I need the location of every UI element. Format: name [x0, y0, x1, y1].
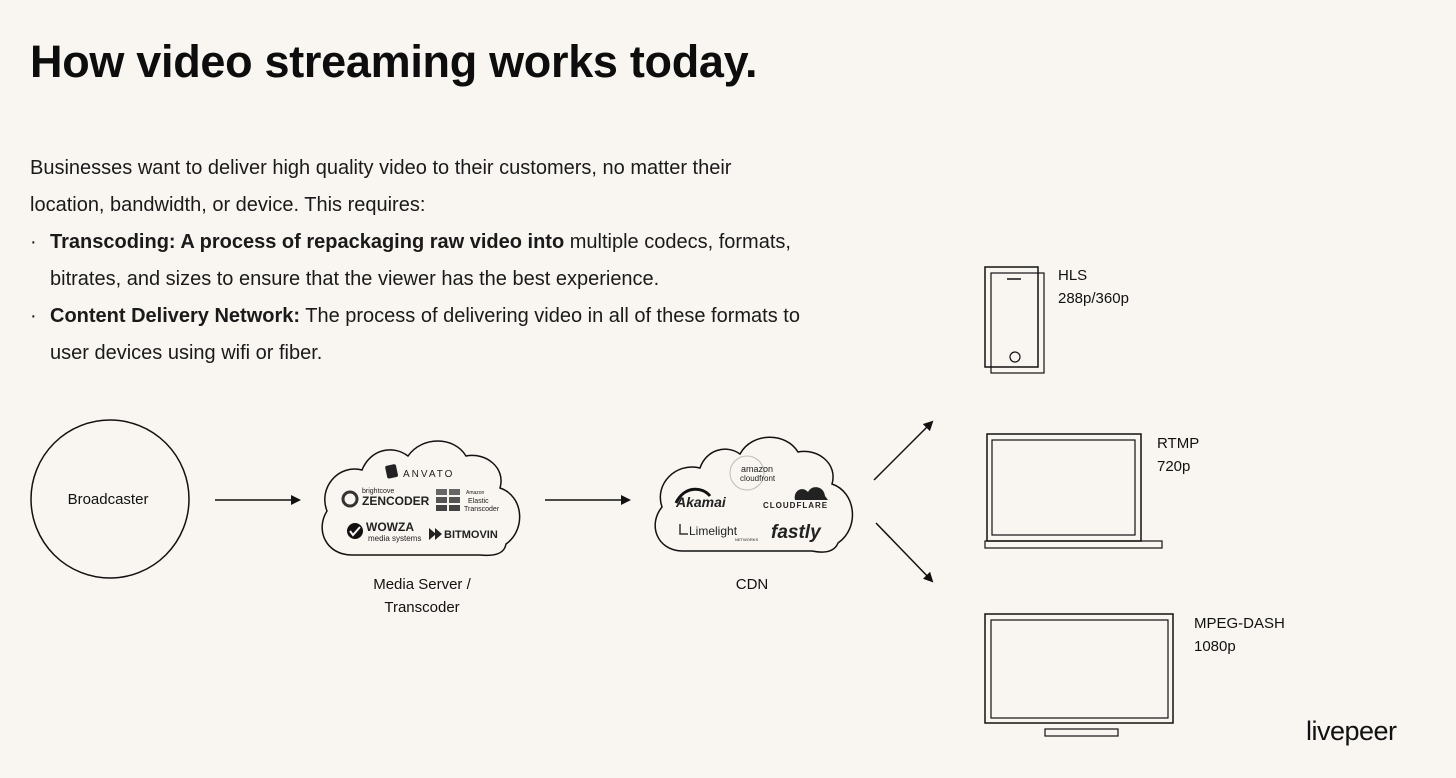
- page-title: How video streaming works today.: [30, 36, 758, 87]
- cdn-label: CDN: [736, 576, 769, 593]
- akamai-logo-icon: [674, 487, 712, 504]
- arrow-to-tv: [875, 522, 934, 583]
- laptop-icon: [984, 433, 1163, 549]
- wowza-subtitle: media systems: [368, 534, 421, 543]
- wowza-logo-icon: [347, 523, 363, 539]
- media-server-label: Media Server /: [373, 576, 471, 593]
- cloudflare-logo-icon: [794, 487, 828, 500]
- cdn-cloud: amazon cloudfront Akamai CLOUDFLARE Lime…: [654, 436, 854, 593]
- cloud-outline: [321, 440, 521, 557]
- hls-resolution-label: 288p/360p: [1058, 290, 1129, 307]
- broadcaster-node: Broadcaster: [30, 419, 190, 579]
- elastic-transcoder-logo-icon: [436, 487, 460, 513]
- limelight-logo: Limelight: [689, 524, 738, 538]
- akamai-logo: Akamai: [675, 494, 727, 510]
- bitmovin-logo-icon: [429, 528, 442, 540]
- phone-icon: [984, 266, 1045, 374]
- requirements-list: · Transcoding: A process of repackaging r…: [30, 224, 810, 372]
- dash-resolution-label: 1080p: [1194, 638, 1236, 655]
- anvato-logo: ANVATO: [403, 469, 454, 480]
- intro-text: Businesses want to deliver high quality …: [30, 150, 810, 372]
- amazon-label: Amazon: [466, 490, 485, 496]
- amazon-logo: amazon: [741, 464, 773, 474]
- livepeer-logo: livepeer: [1306, 716, 1397, 746]
- zencoder-logo: ZENCODER: [362, 494, 430, 508]
- bullet-dot: ·: [30, 305, 37, 327]
- fastly-logo: fastly: [771, 522, 822, 543]
- cloudfront-logo-icon: [729, 455, 765, 491]
- arrow-to-phone: [873, 420, 934, 481]
- bullet-transcoding: · Transcoding: A process of repackaging r…: [30, 224, 810, 298]
- bullet-dot: ·: [30, 231, 37, 253]
- cloudfront-logo: cloudfront: [740, 474, 776, 483]
- dash-protocol-label: MPEG-DASH: [1194, 615, 1285, 632]
- media-server-cloud: ANVATO brightcove ZENCODER Amazon Elasti…: [321, 440, 521, 616]
- rtmp-resolution-label: 720p: [1157, 458, 1190, 475]
- zencoder-logo-icon: [341, 490, 359, 508]
- bullet-cdn-text: The process of delivering video in all o…: [50, 305, 800, 364]
- bullet-cdn: · Content Delivery Network: The process o…: [30, 298, 810, 372]
- cloudflare-logo: CLOUDFLARE: [763, 501, 828, 510]
- broadcaster-label: Broadcaster: [68, 491, 149, 508]
- bullet-transcoding-text: multiple codecs, formats, bitrates, and …: [50, 231, 791, 290]
- hls-protocol-label: HLS: [1058, 267, 1087, 284]
- limelight-logo-icon: [679, 524, 688, 535]
- transcoder-logo-label: Transcoder: [464, 506, 500, 513]
- bullet-transcoding-bold: Transcoding: A process of repackaging ra…: [50, 231, 565, 253]
- cloud-outline: [654, 436, 854, 553]
- bullet-cdn-bold: Content Delivery Network:: [50, 305, 301, 327]
- wowza-logo: WOWZA: [366, 520, 414, 534]
- tv-icon: [984, 613, 1174, 737]
- elastic-label: Elastic: [468, 498, 489, 505]
- bitmovin-logo: BITMOVIN: [444, 529, 498, 541]
- limelight-subtitle: NETWORKS: [735, 537, 758, 542]
- intro-paragraph: Businesses want to deliver high quality …: [30, 157, 732, 216]
- anvato-logo-icon: [385, 464, 398, 479]
- transcoder-label: Transcoder: [384, 599, 459, 616]
- rtmp-protocol-label: RTMP: [1157, 435, 1199, 452]
- brightcove-logo: brightcove: [362, 488, 394, 495]
